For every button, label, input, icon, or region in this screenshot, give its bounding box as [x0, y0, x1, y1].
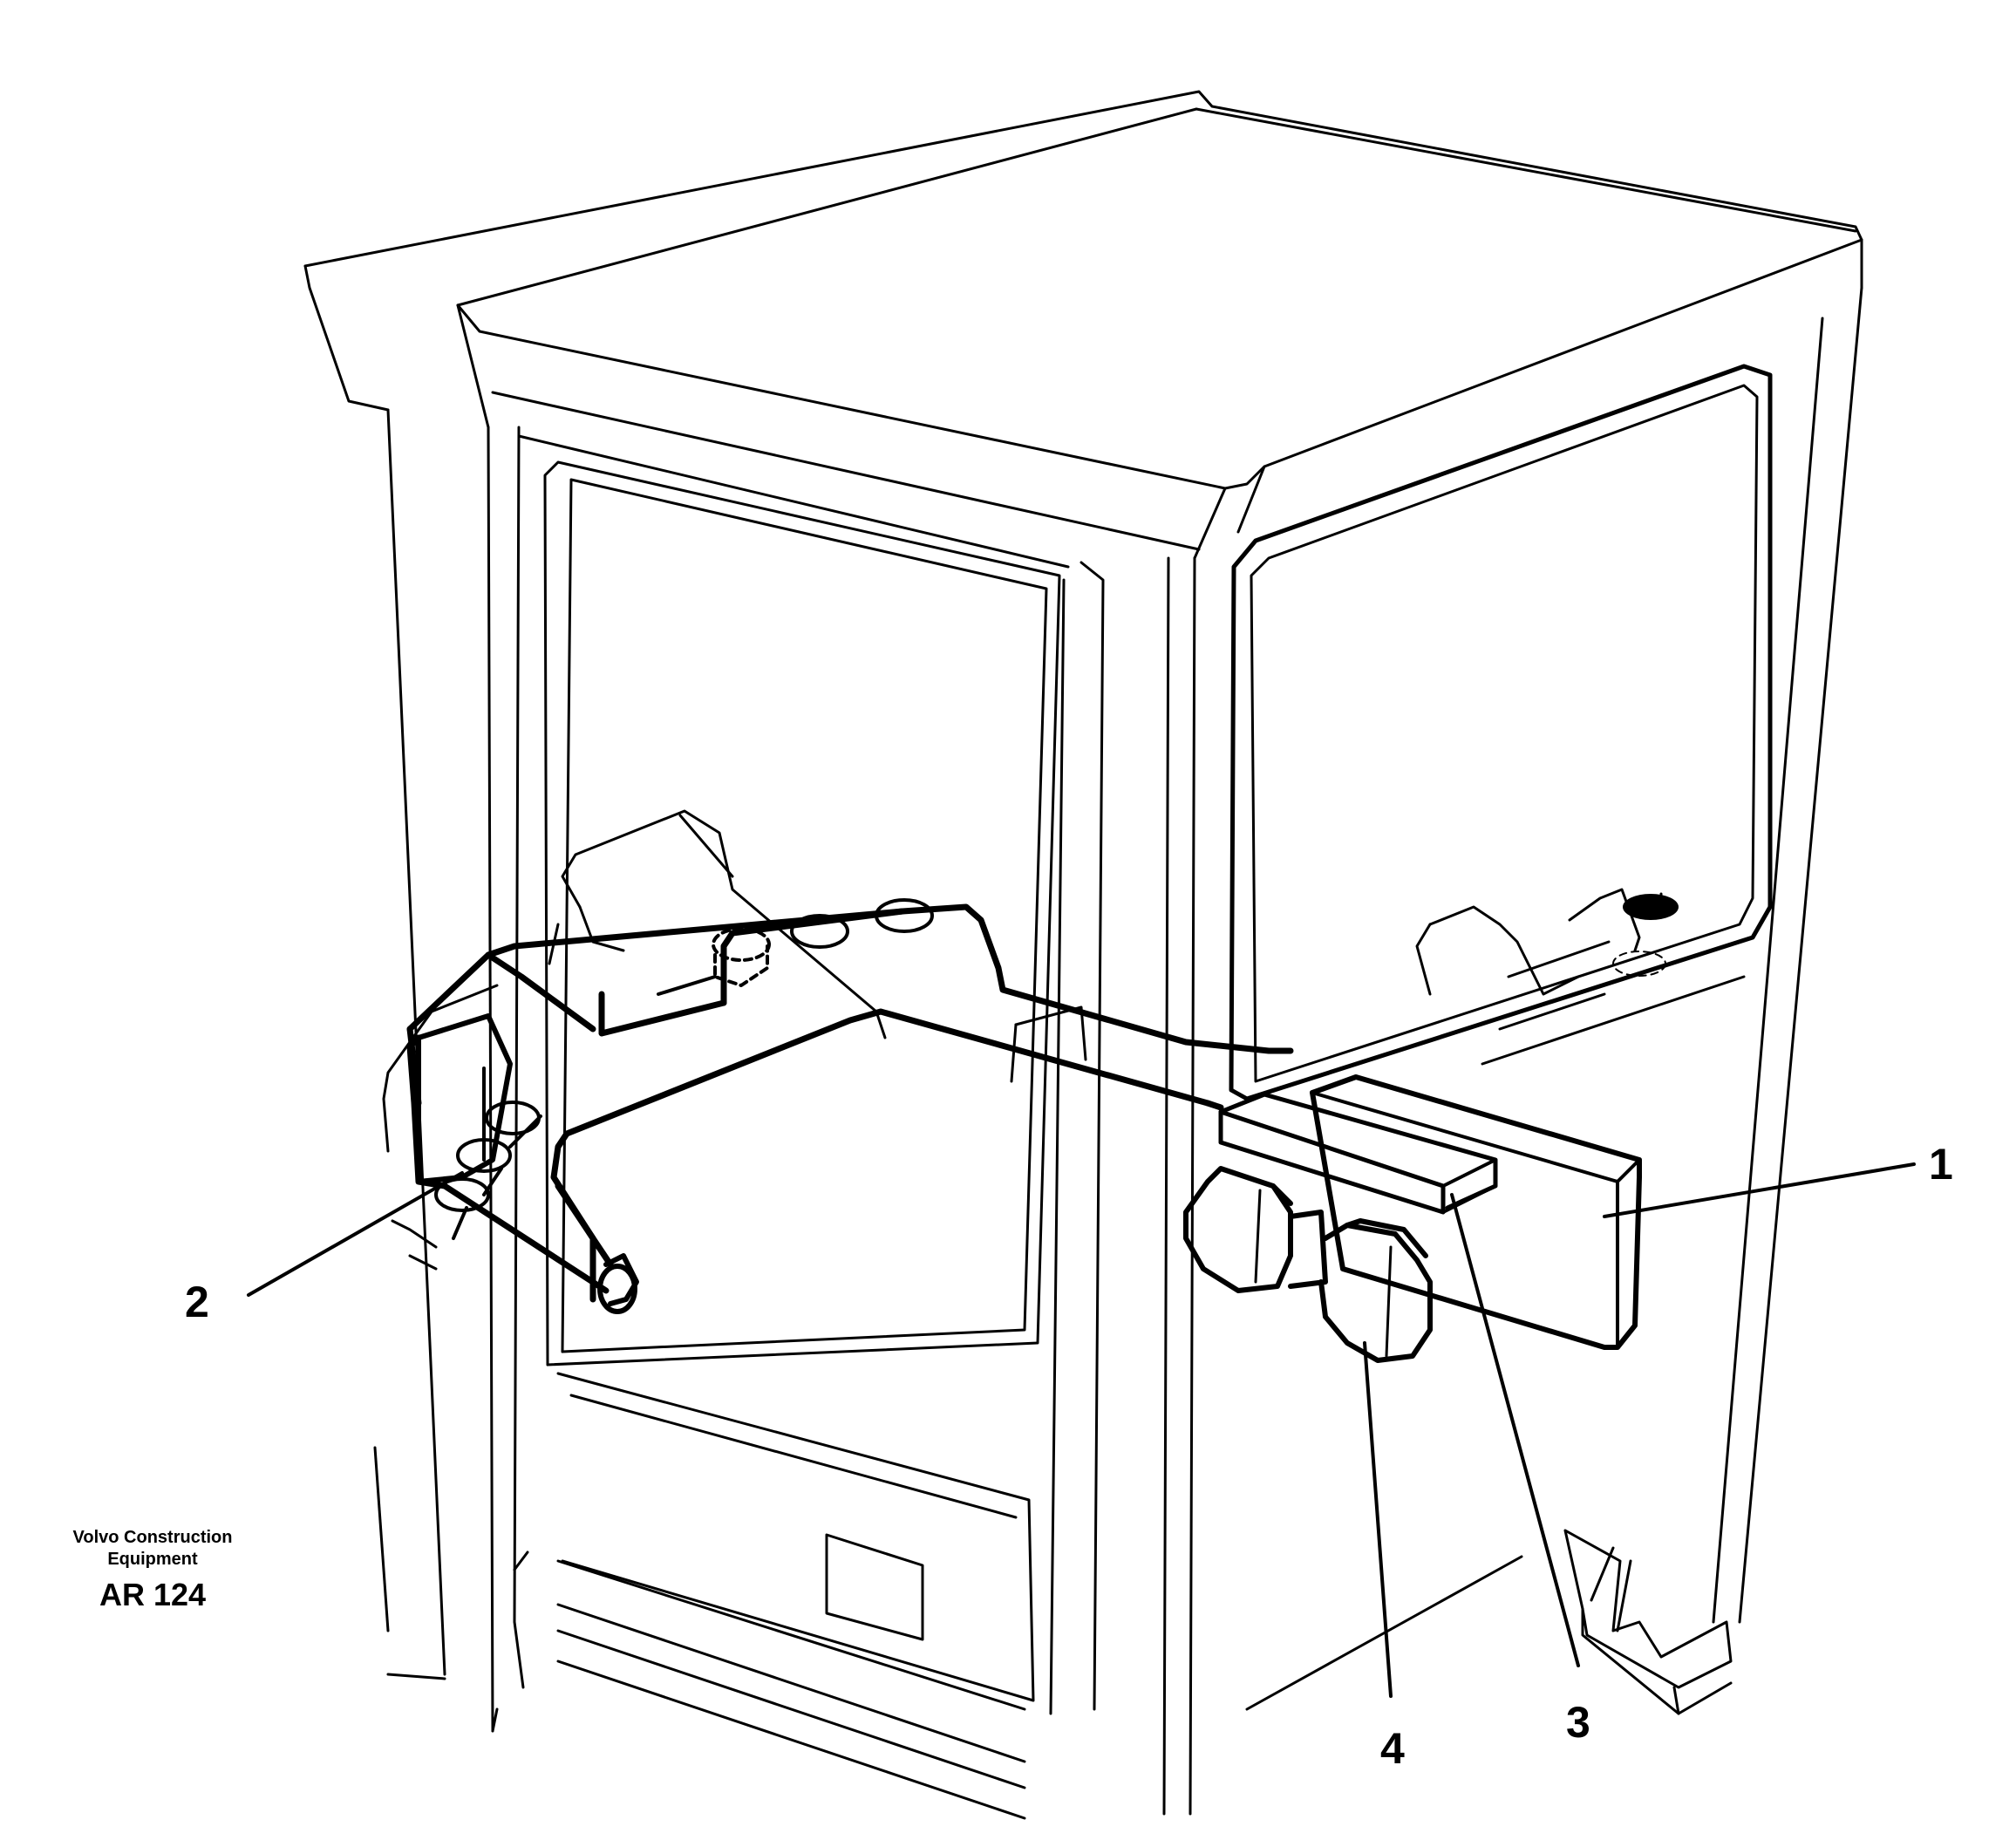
cab-frame [386, 286, 1863, 1816]
side-window-inner [1250, 384, 1759, 1083]
connector-bar [1218, 1092, 1498, 1215]
callout-label-4: 4 [1380, 1724, 1405, 1773]
left-side-panel [373, 923, 560, 1632]
side-window [1229, 364, 1773, 1101]
callout-label-2: 2 [185, 1278, 209, 1326]
console-buttons [657, 898, 934, 996]
rear-lamp-icon [1623, 894, 1679, 920]
cab-base-foot [1245, 1529, 1733, 1715]
leader-lines [247, 1162, 1916, 1698]
connector-plugs [1183, 1166, 1433, 1363]
switch-cluster [416, 1013, 542, 1240]
caption-company-line2: Equipment [107, 1550, 198, 1569]
wire-end-plug [597, 1253, 639, 1314]
rear-lamp-ring-icon [1612, 951, 1666, 977]
interior-console [561, 809, 1746, 1083]
cab-door [513, 434, 1070, 1820]
caption-company-line1: Volvo Construction [72, 1528, 233, 1547]
callout-label-3: 3 [1566, 1698, 1590, 1747]
callout-label-1: 1 [1929, 1140, 1953, 1189]
wiring-harness-path [406, 903, 1294, 1303]
control-unit-box [1310, 1074, 1642, 1350]
cab-roof [303, 90, 1863, 560]
caption-code: AR 124 [99, 1577, 207, 1612]
